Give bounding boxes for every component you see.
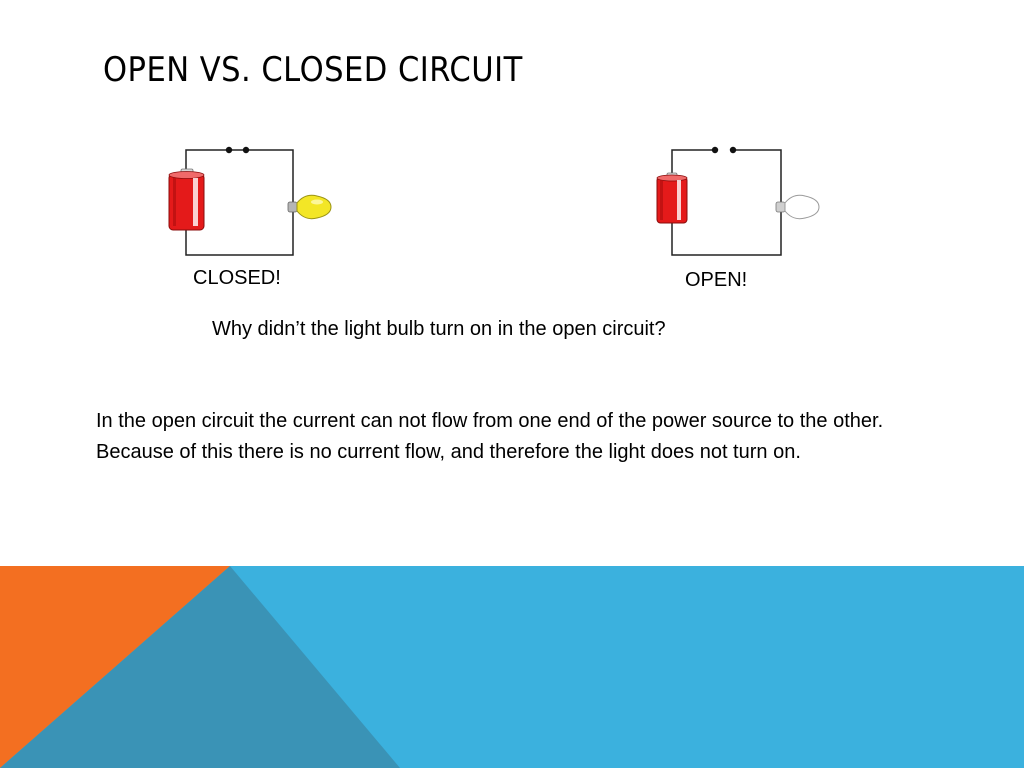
circuit-wire — [671, 149, 782, 256]
switch-contacts — [711, 146, 737, 154]
switch-contacts — [225, 146, 250, 154]
footer-decoration — [0, 566, 1024, 768]
light-bulb-on-icon — [287, 194, 332, 220]
slide-title: OPEN VS. CLOSED CIRCUIT — [103, 50, 523, 90]
open-caption: OPEN! — [685, 269, 748, 291]
closed-caption: CLOSED! — [193, 267, 281, 289]
closed-circuit-diagram — [168, 146, 332, 256]
question-text: Why didn’t the light bulb turn on in the… — [212, 318, 666, 340]
explanation-text: In the open circuit the current can not … — [96, 410, 884, 463]
light-bulb-off-icon — [775, 194, 820, 220]
open-circuit-diagram — [656, 146, 820, 256]
footer-dark-blue-triangle — [0, 566, 400, 768]
battery-icon — [656, 172, 688, 224]
battery-icon — [168, 168, 205, 231]
